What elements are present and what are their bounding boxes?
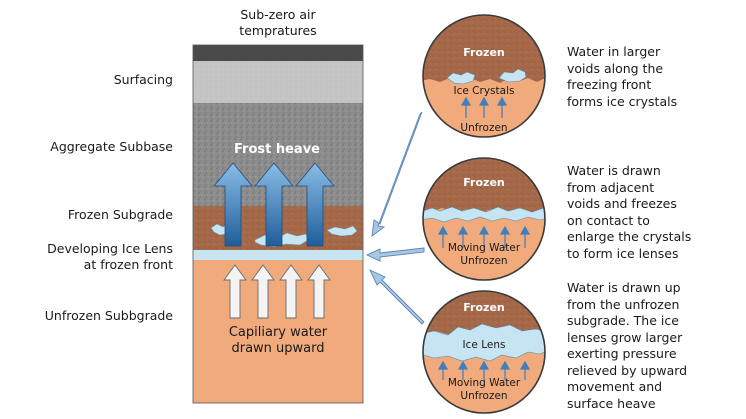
stage-2-circle: Frozen Moving Water Unfrozen (422, 157, 546, 281)
pointer-arrow-2 (365, 247, 425, 262)
ice-lens-layer (193, 250, 363, 260)
water-arrows (460, 96, 508, 118)
surface-top-layer (193, 45, 363, 61)
pointer-arrows (365, 111, 425, 325)
stage-1-middle-label: Ice Crystals (454, 85, 515, 97)
stage-1-bottom-label: Unfrozen (460, 122, 507, 134)
layer-label-frozen-subgrade: Frozen Subgrade (67, 207, 173, 222)
surfacing-layer (193, 61, 363, 103)
water-arrows (437, 360, 531, 380)
stage-2-bottom-label: Unfrozen (460, 255, 507, 267)
soil-column (192, 44, 364, 404)
ice-crystal (498, 68, 527, 83)
stage-3-top-label: Frozen (463, 301, 505, 314)
heave-arrow (295, 162, 335, 247)
ice-crystal (423, 206, 545, 223)
layer-label-aggregate-subbase: Aggregate Subbase (50, 139, 173, 154)
layer-label-ice-lens: Developing Ice Lens at frozen front (47, 241, 173, 272)
stage-3-bottom-label: Moving Water (448, 377, 521, 389)
heave-arrow (254, 162, 294, 247)
frost-heave-arrows (213, 162, 335, 247)
stage-3-middle-label: Ice Lens (463, 339, 506, 351)
capillary-label: Capiliary water drawn upward (228, 325, 328, 356)
unfrozen-subgrade-layer (193, 260, 363, 403)
water-arrows (437, 225, 531, 248)
ice-crystal (326, 225, 358, 237)
stage-3-description: Water is drawn up from the unfrozen subg… (567, 280, 688, 411)
frost-heave-label: Frost heave (234, 142, 320, 157)
stage-1-top-label: Frozen (463, 46, 505, 59)
capillary-arrow (307, 264, 331, 319)
layer-label-unfrozen-subgrade: Unfrozen Subbgrade (44, 308, 173, 323)
stage-2-top-label: Frozen (463, 176, 505, 189)
capillary-arrows (223, 264, 331, 319)
heave-arrow (213, 162, 253, 247)
capillary-arrow (223, 264, 247, 319)
stage-2-description: Water is drawn from adjacent voids and f… (567, 163, 692, 261)
stage-3-extra-label: Unfrozen (460, 390, 507, 402)
stage-1-description: Water in larger voids along the freezing… (567, 44, 678, 109)
stage-3-circle: Frozen Ice Lens Moving Water Unfrozen (422, 290, 546, 414)
stage-2-middle-label: Moving Water (448, 242, 521, 254)
capillary-arrow (251, 264, 275, 319)
ice-crystal (446, 71, 476, 85)
stage-1-circle: Frozen Ice Crystals Unfrozen (422, 14, 546, 138)
capillary-arrow (279, 264, 303, 319)
pointer-arrow-1 (371, 111, 423, 237)
pointer-arrow-3 (369, 269, 425, 325)
ice-lens (423, 323, 545, 362)
layer-label-surfacing: Surfacing (113, 72, 173, 87)
air-temperature-label: Sub-zero air tempratures (239, 7, 317, 38)
